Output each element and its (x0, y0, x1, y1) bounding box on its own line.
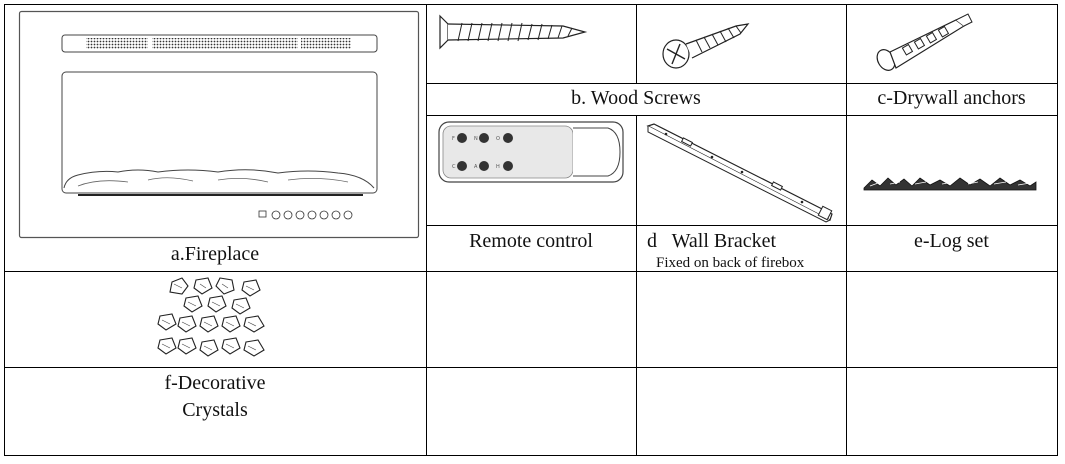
wall-bracket-illustration (646, 123, 833, 223)
fireplace-illustration (18, 10, 420, 239)
grid-line (426, 4, 427, 456)
drywall-anchor-illustration (876, 13, 973, 71)
grid-line (426, 115, 1058, 116)
decorative-crystals-label-line1: f-Decorative (164, 372, 266, 394)
grid-line (426, 83, 1058, 84)
grid-line (4, 4, 5, 456)
svg-text:N: N (474, 136, 478, 142)
grid-line (4, 271, 1058, 272)
svg-text:O: O (496, 136, 500, 142)
wood-screw-illustration (439, 14, 588, 50)
remote-control-label: Remote control (469, 230, 593, 252)
drywall-anchors-label: c-Drywall anchors (877, 87, 1026, 109)
control-panel-icons (258, 210, 353, 220)
grid-line (846, 4, 847, 456)
grid-line (636, 4, 637, 84)
svg-text:A: A (474, 164, 478, 170)
wood-screws-label: b. Wood Screws (571, 87, 701, 109)
decorative-crystals-label-line2: Crystals (182, 399, 248, 421)
wall-bracket-note: Fixed on back of firebox (656, 255, 805, 271)
fireplace-label: a.Fireplace (170, 243, 260, 265)
grid-line (636, 116, 637, 456)
log-set-illustration (863, 177, 1037, 191)
wall-bracket-label: d Wall Bracket (647, 230, 777, 252)
decorative-crystals-illustration (157, 277, 265, 357)
remote-control-illustration: F N O C A H (438, 121, 624, 183)
machine-screw-illustration (662, 23, 750, 69)
svg-text:F: F (452, 136, 455, 142)
grid-line (4, 4, 1058, 5)
svg-text:H: H (496, 164, 500, 170)
svg-text:C: C (452, 164, 456, 170)
log-set-label: e-Log set (914, 230, 989, 252)
grid-line (1057, 4, 1058, 456)
grid-line (4, 367, 1058, 368)
grid-line (426, 225, 1058, 226)
remote-buttons (457, 133, 513, 171)
grid-line (4, 455, 1058, 456)
